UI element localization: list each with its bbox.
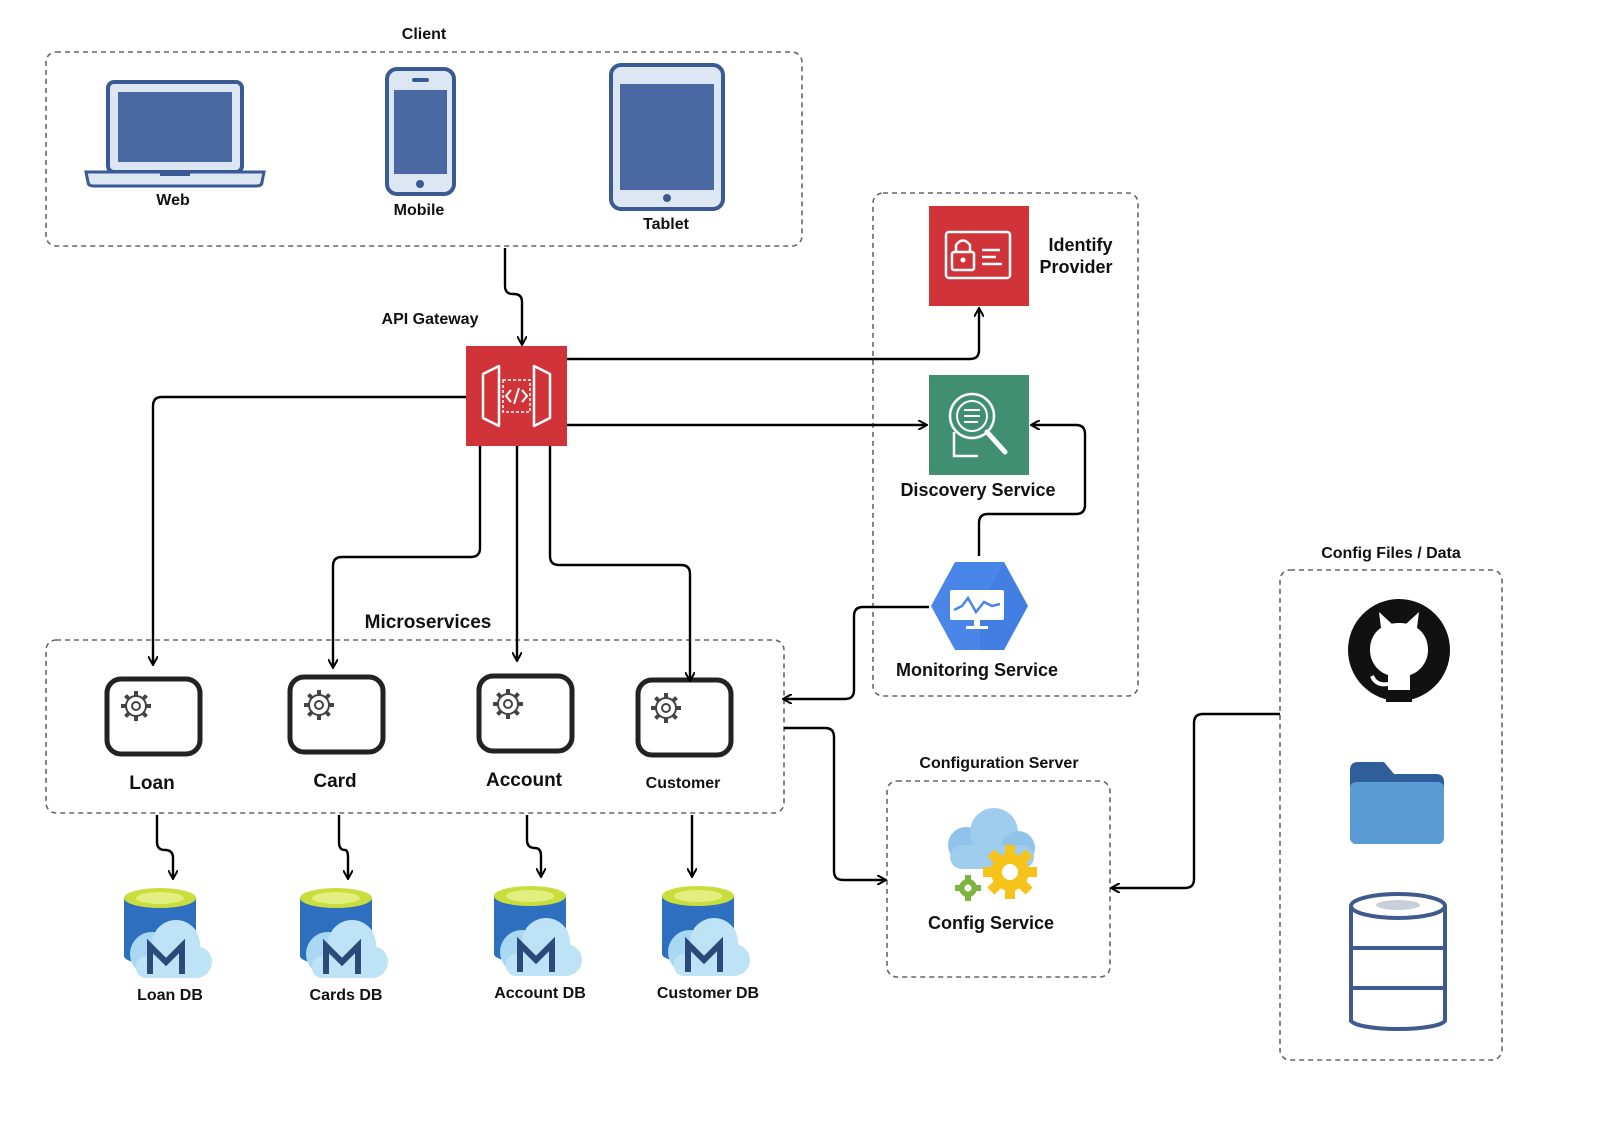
cards-db-label: Cards DB	[310, 987, 383, 1004]
card-service-label: Card	[313, 771, 356, 792]
loan-service-icon	[104, 676, 203, 757]
config-service-icon	[948, 808, 1037, 901]
configuration-server-label: Configuration Server	[919, 755, 1078, 772]
mobile-phone-icon	[385, 67, 456, 196]
account-to-db-arrow	[525, 815, 541, 876]
web-label: Web	[156, 192, 190, 209]
microservices-to-config-arrow	[784, 726, 885, 880]
identity-discovery-group	[872, 192, 1139, 697]
github-icon	[1348, 599, 1450, 702]
customer-service-label: Customer	[646, 775, 721, 792]
customer-db-label: Customer DB	[657, 985, 759, 1002]
account-db-icon	[494, 886, 582, 976]
configuration-server-group	[886, 780, 1111, 978]
microservices-group-label: Microservices	[365, 612, 492, 633]
gateway-to-card-arrow	[333, 446, 482, 667]
config-service-label: Config Service	[928, 913, 1054, 933]
customer-service-icon	[635, 677, 734, 758]
config-files-to-config-arrow	[1112, 712, 1280, 888]
account-service-label: Account	[486, 770, 563, 791]
loan-to-db-arrow	[155, 815, 173, 878]
tablet-label: Tablet	[643, 216, 690, 233]
config-files-label: Config Files / Data	[1321, 545, 1461, 562]
microservices-group	[45, 639, 785, 814]
mobile-label: Mobile	[394, 202, 445, 219]
card-service-icon	[287, 674, 386, 755]
gateway-to-customer-arrow	[548, 446, 690, 680]
monitoring-to-discovery-arrow	[977, 425, 1087, 556]
gateway-to-loan-arrow	[153, 395, 466, 664]
api-gateway-label: API Gateway	[382, 311, 479, 328]
client-to-gateway-arrow	[503, 248, 522, 344]
customer-db-icon	[662, 886, 750, 976]
account-db-label: Account DB	[494, 985, 586, 1002]
database-icon	[1349, 892, 1447, 1031]
cards-db-icon	[300, 888, 388, 978]
identity-provider-label: Identify Provider	[1039, 235, 1117, 277]
loan-service-label: Loan	[129, 773, 174, 794]
client-group	[45, 51, 803, 247]
loan-db-icon	[124, 888, 212, 978]
gateway-to-identity-arrow	[567, 309, 979, 361]
folder-icon	[1350, 762, 1444, 844]
monitoring-to-microservices-arrow	[784, 605, 929, 699]
monitoring-service-label: Monitoring Service	[896, 660, 1058, 680]
client-group-label: Client	[402, 26, 447, 43]
loan-db-label: Loan DB	[137, 987, 203, 1004]
identity-provider-icon	[929, 206, 1029, 306]
discovery-service-icon	[929, 375, 1029, 475]
monitoring-service-icon	[931, 562, 1028, 650]
config-files-group	[1279, 569, 1503, 1061]
api-gateway-icon	[466, 346, 567, 446]
laptop-icon	[84, 80, 266, 188]
card-to-db-arrow	[337, 815, 348, 878]
tablet-icon	[609, 63, 725, 211]
discovery-service-label: Discovery Service	[900, 480, 1055, 500]
account-service-icon	[476, 673, 575, 754]
